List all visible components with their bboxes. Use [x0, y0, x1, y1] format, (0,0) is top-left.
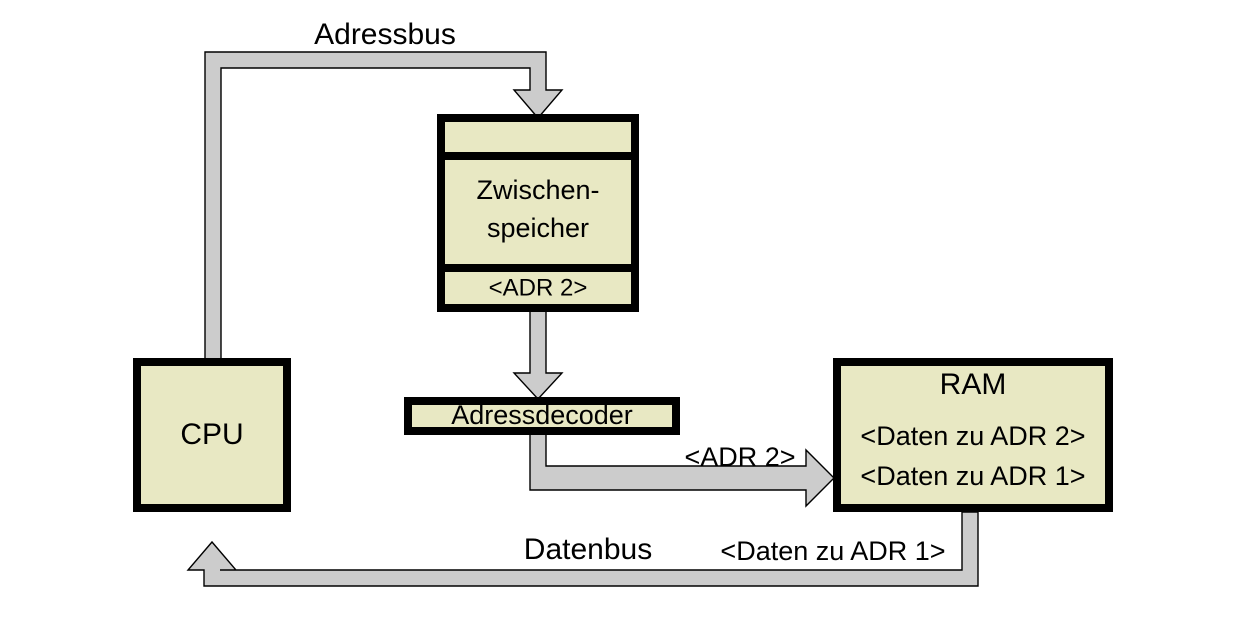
zwischenspeicher-row-middle[interactable] — [437, 152, 639, 272]
decoder-to-ram-arrow — [529, 430, 835, 508]
zwischenspeicher-label-line2: speicher — [487, 213, 589, 243]
ram-box[interactable] — [833, 358, 1113, 512]
node-zwischenspeicher[interactable]: Zwischen- speicher <ADR 2> — [437, 114, 639, 312]
datenbus-label: Datenbus — [524, 533, 652, 566]
datenbus-band — [186, 511, 979, 587]
zwischenspeicher-row-top[interactable] — [437, 114, 639, 160]
adressbus-path — [204, 51, 564, 371]
ram-line-2: <Daten zu ADR 1> — [860, 461, 1085, 491]
adressdecoder-label: Adressdecoder — [451, 400, 633, 430]
datenbus-path — [186, 511, 979, 587]
adressbus-label: Adressbus — [314, 18, 456, 51]
decoder-ram-band — [529, 430, 835, 508]
node-ram[interactable]: RAM <Daten zu ADR 2> <Daten zu ADR 1> — [833, 358, 1113, 512]
node-cpu[interactable]: CPU — [133, 358, 291, 512]
ram-title: RAM — [940, 368, 1007, 401]
ram-line-1: <Daten zu ADR 2> — [860, 421, 1085, 451]
adressdecoder-box[interactable] — [404, 397, 680, 435]
zwischenspeicher-row-bottom[interactable] — [437, 264, 639, 312]
adressbus-band — [204, 51, 564, 371]
zs-decoder-band — [512, 307, 564, 401]
zwischenspeicher-to-decoder-arrow — [512, 307, 564, 401]
decoder-to-ram-label: <ADR 2> — [684, 442, 795, 472]
cpu-box[interactable] — [133, 358, 291, 512]
datenbus-payload-label: <Daten zu ADR 1> — [720, 536, 945, 566]
cpu-label: CPU — [180, 418, 243, 451]
node-adressdecoder[interactable]: Adressdecoder — [404, 397, 680, 435]
zwischenspeicher-adr-value: <ADR 2> — [489, 274, 588, 301]
zwischenspeicher-label-line1: Zwischen- — [476, 175, 599, 205]
